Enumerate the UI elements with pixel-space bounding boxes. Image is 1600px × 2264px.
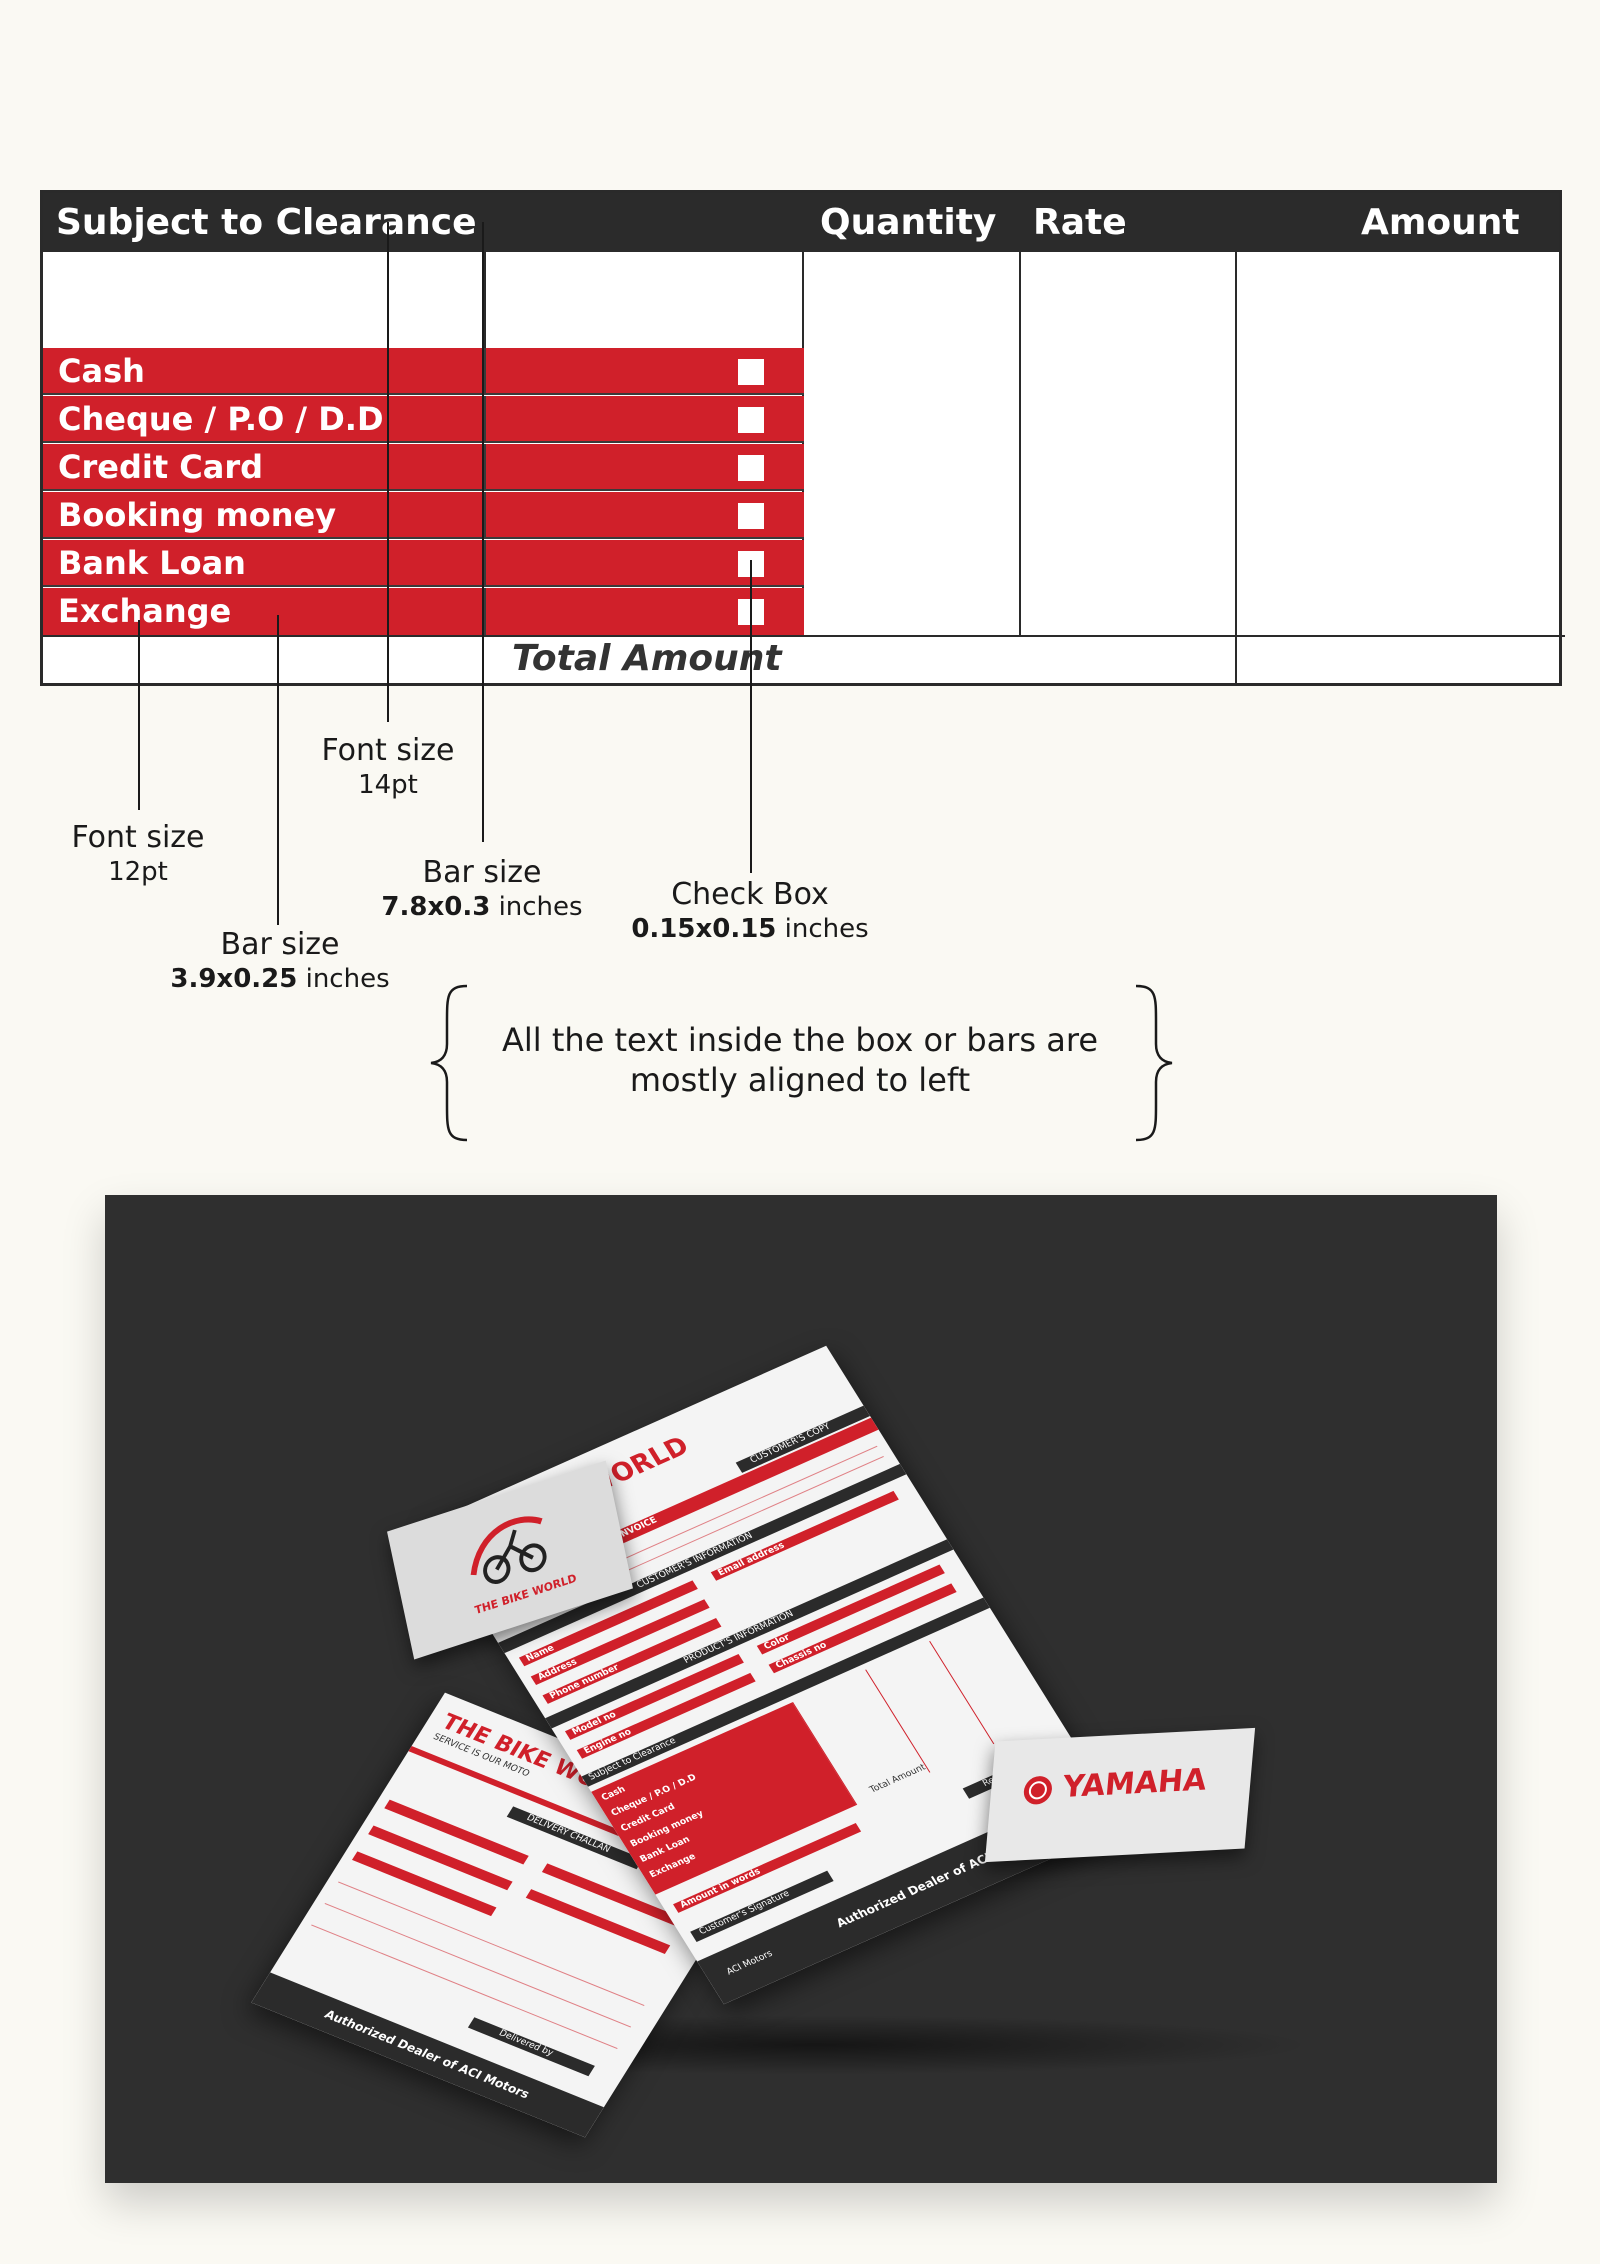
payment-option-label: Credit Card xyxy=(58,448,264,486)
payment-option-label: Cheque / P.O / D.D xyxy=(58,400,384,438)
leader-line xyxy=(138,620,140,810)
leader-line xyxy=(277,615,279,925)
column-divider xyxy=(1235,252,1237,683)
checkbox[interactable] xyxy=(738,503,764,529)
payment-option-cheque: Cheque / P.O / D.D xyxy=(43,396,804,443)
header-rate: Rate xyxy=(1033,202,1127,243)
payment-option-booking-money: Booking money xyxy=(43,492,804,539)
payment-option-exchange: Exchange xyxy=(43,588,804,635)
annotation-checkbox: Check Box 0.15x0.15 inches xyxy=(631,877,869,944)
column-divider xyxy=(484,252,486,348)
leader-line xyxy=(750,560,752,873)
checkbox[interactable] xyxy=(738,359,764,385)
checkbox[interactable] xyxy=(738,407,764,433)
payment-option-bank-loan: Bank Loan xyxy=(43,540,804,587)
header-subject: Subject to Clearance xyxy=(56,202,477,243)
alignment-note: All the text inside the box or bars are … xyxy=(501,1021,1099,1099)
payment-option-label: Booking money xyxy=(58,496,337,534)
payment-option-credit-card: Credit Card xyxy=(43,444,804,491)
business-card-front: THE BIKE WORLD xyxy=(387,1460,633,1660)
leader-line xyxy=(482,222,484,842)
table-header: Subject to Clearance Quantity Rate Amoun… xyxy=(43,193,1559,252)
payment-option-label: Cash xyxy=(58,352,145,390)
column-divider xyxy=(1019,252,1021,636)
checkbox[interactable] xyxy=(738,455,764,481)
motorbike-logo-icon xyxy=(470,1516,547,1584)
annotation-bar-small: Bar size 3.9x0.25 inches xyxy=(170,927,390,994)
annotation-font-12: Font size 12pt xyxy=(71,820,205,887)
left-brace-icon xyxy=(430,984,468,1142)
yamaha-card: YAMAHA xyxy=(984,1727,1256,1863)
right-brace-icon xyxy=(1135,984,1173,1142)
yamaha-logo-icon xyxy=(1023,1776,1052,1805)
total-amount-label: Total Amount xyxy=(512,638,782,679)
payment-option-label: Exchange xyxy=(58,592,232,630)
leader-line xyxy=(387,222,389,722)
payment-option-cash: Cash xyxy=(43,348,804,395)
header-amount: Amount xyxy=(1361,202,1520,243)
header-quantity: Quantity xyxy=(820,202,997,243)
annotation-font-14: Font size 14pt xyxy=(321,733,455,800)
print-mockup: THE BIKE WORLD SERVICE IS OUR MOTO DELIV… xyxy=(105,1195,1497,2183)
row-divider xyxy=(43,635,1565,637)
payment-option-label: Bank Loan xyxy=(58,544,246,582)
payment-table: Subject to Clearance Quantity Rate Amoun… xyxy=(40,190,1565,686)
annotation-bar-large: Bar size 7.8x0.3 inches xyxy=(381,855,583,922)
